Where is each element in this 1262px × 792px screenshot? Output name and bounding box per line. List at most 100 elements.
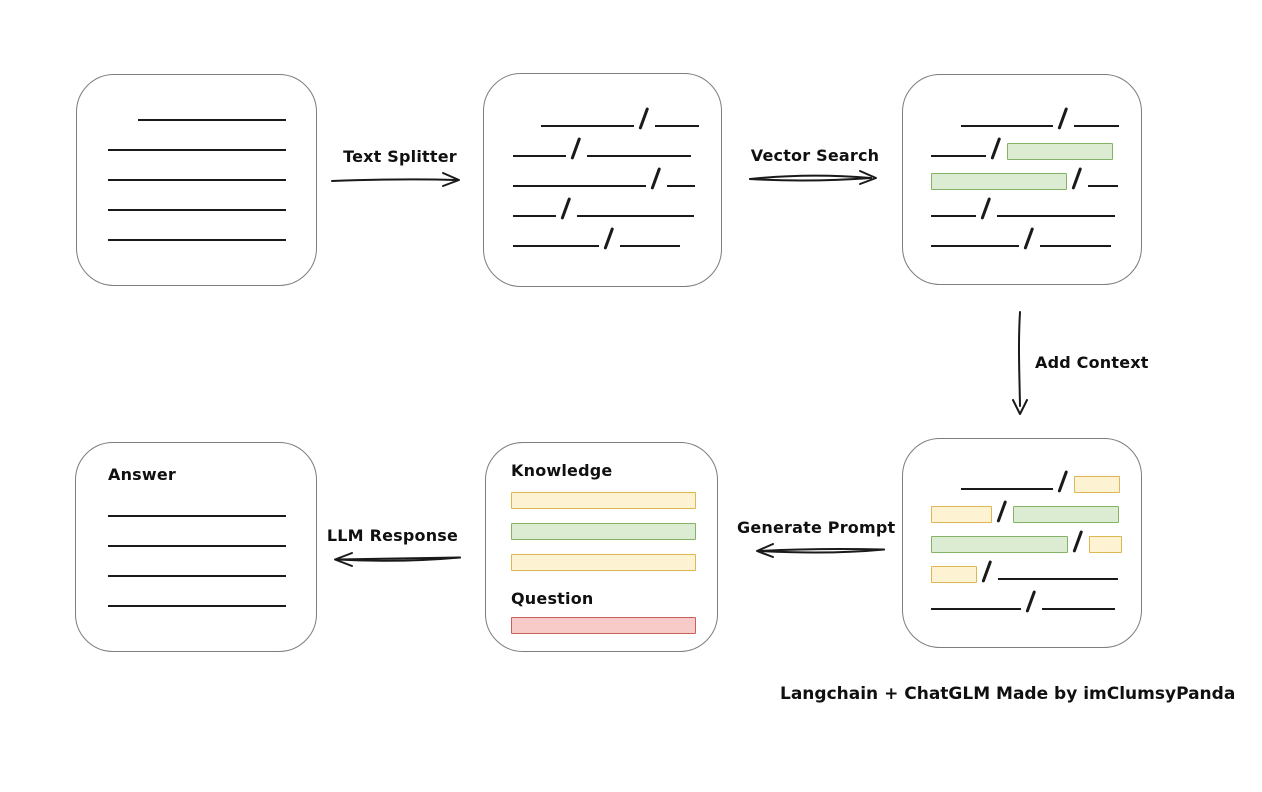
chunk-row (931, 491, 1122, 523)
question-bars (511, 617, 696, 634)
yellow-highlight (931, 506, 992, 523)
text-line (513, 155, 566, 157)
generate-prompt-label: Generate Prompt (737, 518, 896, 537)
slash-separator (981, 560, 992, 583)
chunk-row (513, 158, 699, 190)
green-highlight (931, 536, 1068, 553)
text-line (1041, 608, 1115, 610)
text-line (108, 515, 286, 517)
slash-separator (1057, 107, 1068, 130)
chunk-row (108, 488, 286, 518)
slash-separator (1025, 590, 1036, 613)
red-bar (511, 617, 696, 634)
document-lines (108, 92, 286, 242)
llm-response-label: LLM Response (326, 526, 459, 545)
generate-prompt-arrow (756, 543, 885, 558)
chunk-row (108, 182, 286, 212)
text-line (586, 155, 691, 157)
yellow-bar (511, 492, 696, 509)
green-bar (511, 523, 696, 540)
answer-label: Answer (108, 465, 177, 484)
text-line (666, 185, 695, 187)
add-context-label: Add Context (1035, 353, 1149, 372)
text-line (931, 215, 976, 217)
context-lines (931, 461, 1122, 613)
text-line (931, 155, 986, 157)
text-line (997, 578, 1118, 580)
text-line (654, 125, 699, 127)
text-line (931, 608, 1021, 610)
chunk-row (513, 98, 699, 130)
text-line (931, 245, 1019, 247)
text-line (513, 185, 646, 187)
chunk-lines (513, 98, 699, 250)
slash-separator (980, 197, 991, 220)
text-line (1039, 245, 1111, 247)
text-line (1087, 185, 1118, 187)
text-line (996, 215, 1115, 217)
green-highlight (1006, 143, 1113, 160)
text-line (513, 215, 556, 217)
text-line (541, 125, 634, 127)
vector-search-label: Vector Search (750, 146, 880, 165)
chunk-row (931, 581, 1122, 613)
chunk-row (108, 152, 286, 182)
chunk-row (108, 122, 286, 152)
question-label: Question (511, 589, 594, 608)
chunk-row (513, 188, 699, 220)
slash-separator (1072, 530, 1083, 553)
prompt-box: Knowledge Question (485, 442, 718, 652)
chunk-row (513, 218, 699, 250)
green-highlight (1012, 506, 1119, 523)
text-line (138, 119, 286, 121)
context-box (902, 438, 1142, 648)
text-line (108, 149, 286, 151)
text-line (108, 209, 286, 211)
chunk-row (108, 518, 286, 548)
text-line (513, 245, 599, 247)
text-line (576, 215, 694, 217)
chunk-row (108, 578, 286, 608)
answer-lines (108, 488, 286, 608)
yellow-bar (511, 554, 696, 571)
text-line (108, 545, 286, 547)
llm-response-arrow (334, 552, 461, 567)
chunk-row (931, 188, 1119, 220)
slash-separator (1057, 470, 1068, 493)
add-context-arrow (1012, 311, 1028, 415)
chunk-row (931, 158, 1119, 190)
slash-separator (638, 107, 649, 130)
chunk-row (108, 212, 286, 242)
text-line (961, 488, 1053, 490)
yellow-highlight (931, 566, 977, 583)
chunk-row (513, 128, 699, 160)
chunk-row (931, 98, 1119, 130)
yellow-highlight (1073, 476, 1120, 493)
slash-separator (570, 137, 581, 160)
slash-separator (1023, 227, 1034, 250)
slash-separator (560, 197, 571, 220)
slash-separator (1071, 167, 1082, 190)
green-highlight (931, 173, 1067, 190)
knowledge-bars (511, 492, 696, 571)
yellow-highlight (1088, 536, 1122, 553)
text-line (619, 245, 680, 247)
chunk-row (931, 218, 1119, 250)
slash-separator (650, 167, 661, 190)
search-results-box (902, 74, 1142, 285)
text-splitter-arrow (331, 172, 460, 187)
text-line (108, 575, 286, 577)
knowledge-label: Knowledge (511, 461, 613, 480)
document-box (76, 74, 317, 286)
chunk-row (931, 461, 1122, 493)
chunk-row (931, 521, 1122, 553)
text-line (1073, 125, 1119, 127)
footer-credit: Langchain + ChatGLM Made by imClumsyPand… (780, 684, 1236, 704)
text-line (108, 605, 286, 607)
chunks-box (483, 73, 722, 287)
chunk-row (931, 551, 1122, 583)
text-line (108, 239, 286, 241)
text-line (961, 125, 1053, 127)
search-result-lines (931, 98, 1119, 250)
chunk-row (931, 128, 1119, 160)
